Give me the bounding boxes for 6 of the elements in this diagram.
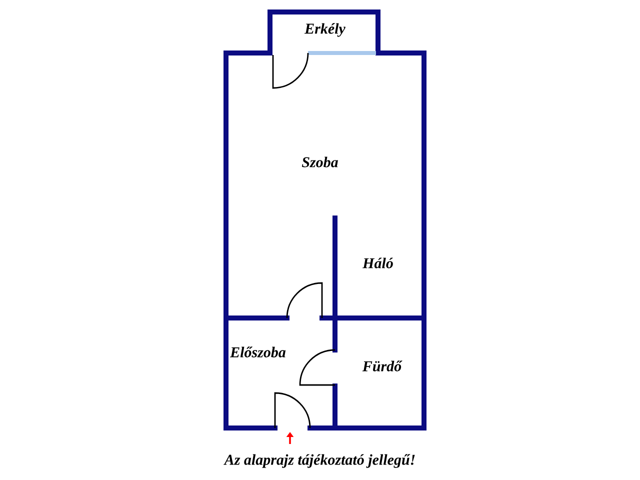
room-label: Szoba	[302, 156, 338, 168]
room-label: Háló	[362, 258, 393, 268]
room-label: Előszoba	[230, 346, 286, 358]
room-label: Erkély	[304, 23, 346, 37]
room-label: Fürdő	[362, 360, 402, 372]
caption: Az alaprajz tájékoztató jellegű!	[224, 454, 415, 468]
